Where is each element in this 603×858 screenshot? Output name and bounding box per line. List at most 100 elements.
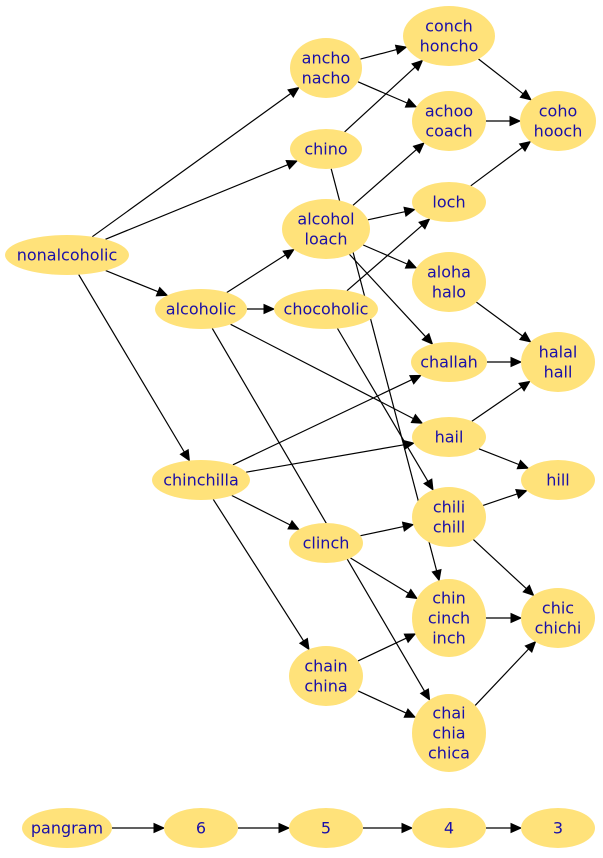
node-label: nonalcoholic <box>17 246 118 265</box>
edge-line <box>336 328 429 482</box>
edge-arrowhead <box>519 89 532 101</box>
edge-arrowhead <box>409 374 422 385</box>
node-ellipse <box>521 460 595 500</box>
node-label: inch <box>432 629 466 648</box>
edge-line <box>230 323 414 420</box>
edge-arrowhead <box>410 413 424 424</box>
nodes-layer: nonalcoholicanchonachochinoalcoholloacha… <box>5 6 596 848</box>
node-loch: loch <box>412 182 486 222</box>
edge-n6-to-n5 <box>238 822 291 834</box>
node-ellipse <box>412 91 486 151</box>
edge-alcohol-loach-to-achoo-coach <box>352 142 425 206</box>
edge-arrowhead <box>287 519 300 530</box>
node-label: coho <box>539 102 578 121</box>
node-label: hall <box>544 363 573 382</box>
edge-line <box>476 301 523 337</box>
edge-arrowhead <box>405 588 419 600</box>
node-label: pangram <box>31 819 103 838</box>
node-ellipse <box>5 235 129 275</box>
node-ellipse <box>403 6 495 66</box>
node-ellipse <box>412 252 486 312</box>
node-ellipse <box>289 646 363 706</box>
node-label: chin <box>432 589 466 608</box>
edge-line <box>91 93 292 238</box>
node-label: conch <box>425 17 473 36</box>
node-label: honcho <box>420 37 479 56</box>
edge-line <box>471 386 522 422</box>
node-ellipse <box>412 487 486 547</box>
edge-clinch-to-chin-cinch-inch <box>350 557 419 600</box>
edge-chin-cinch-inch-to-chic-chichi <box>486 612 523 624</box>
edge-arrowhead <box>510 356 523 368</box>
node-ellipse <box>282 199 370 259</box>
node-label: aloha <box>427 263 471 282</box>
node-ellipse <box>521 332 595 392</box>
edge-loch-to-coho-hooch <box>470 140 532 187</box>
edge-arrowhead <box>515 489 528 499</box>
edge-arrowhead <box>282 248 295 260</box>
edge-line <box>105 164 289 240</box>
node-ellipse <box>290 38 362 98</box>
edge-line <box>245 444 405 473</box>
edge-chain-china-to-chin-cinch-inch <box>357 633 417 662</box>
node-label: chocoholic <box>284 300 369 319</box>
edge-alcoholic-to-chocoholic <box>247 303 276 315</box>
node-label: clinch <box>303 534 350 553</box>
edge-line <box>344 66 416 133</box>
edge-arrowhead <box>516 459 530 470</box>
edge-line <box>350 557 409 594</box>
edge-alcohol-loach-to-aloha-halo <box>362 244 418 269</box>
node-label: hill <box>546 471 569 490</box>
edge-arrowhead <box>510 612 523 624</box>
node-hill: hill <box>521 460 595 500</box>
edge-n4-to-n3 <box>486 822 523 834</box>
node-label: nacho <box>302 69 351 88</box>
edge-chili-chill-to-chic-chichi <box>472 539 535 597</box>
edge-arrowhead <box>518 331 532 343</box>
edge-line <box>346 225 423 292</box>
node-nonalcoholic: nonalcoholic <box>5 235 129 275</box>
node-label: chia <box>432 724 465 743</box>
node-ellipse <box>22 808 112 848</box>
node-ellipse <box>152 460 250 500</box>
node-label: chica <box>428 744 470 763</box>
node-n6: 6 <box>164 808 238 848</box>
node-ellipse <box>289 523 363 563</box>
edge-arrowhead <box>518 140 532 153</box>
node-label: chill <box>433 518 465 537</box>
edge-arrowhead <box>179 448 191 462</box>
edge-arrowhead <box>153 822 166 834</box>
node-ellipse <box>274 289 378 329</box>
edge-line <box>360 526 404 537</box>
edge-arrowhead <box>298 637 310 651</box>
node-label: loach <box>305 230 348 249</box>
edge-hail-to-halal-hall <box>471 380 531 422</box>
edge-arrowhead <box>524 640 537 653</box>
node-label: chai <box>432 704 465 723</box>
node-ellipse <box>164 808 238 848</box>
edge-chinchilla-to-chain-china <box>212 499 310 651</box>
edge-arrowhead <box>418 218 431 230</box>
edge-arrowhead <box>509 115 522 127</box>
edge-line <box>474 648 530 706</box>
edge-line <box>226 254 286 294</box>
node-label: 4 <box>444 819 454 838</box>
edge-ancho-nacho-to-achoo-coach <box>357 81 418 108</box>
node-chinchilla: chinchilla <box>152 460 250 500</box>
node-label: coach <box>425 122 472 141</box>
node-label: 3 <box>553 819 563 838</box>
edge-chinchilla-to-clinch <box>231 494 300 530</box>
edge-line <box>105 270 159 293</box>
edge-chinchilla-to-challah <box>232 374 422 466</box>
node-ellipse <box>412 694 486 772</box>
edge-line <box>232 379 413 466</box>
edge-alcoholic-to-hail <box>230 323 424 424</box>
node-n3: 3 <box>521 808 595 848</box>
node-ellipse <box>521 808 595 848</box>
